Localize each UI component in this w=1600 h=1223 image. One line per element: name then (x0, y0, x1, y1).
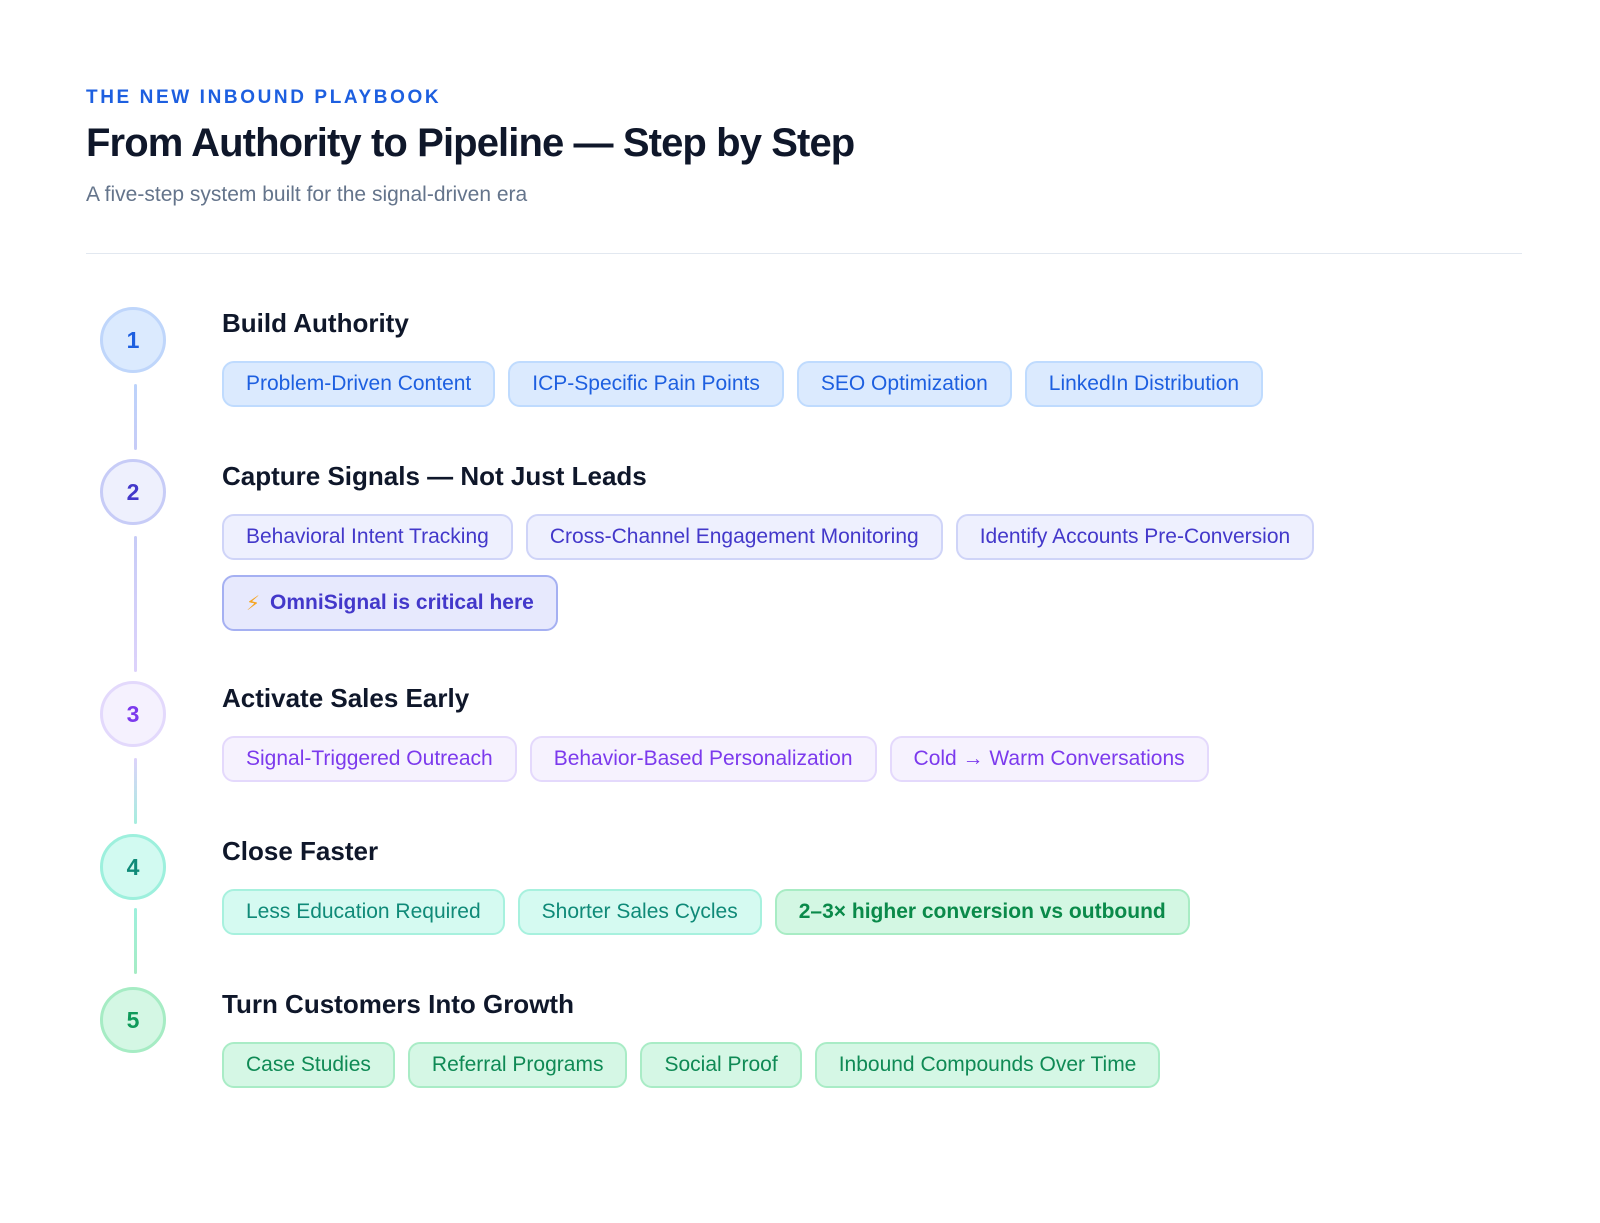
step-title: Build Authority (222, 308, 409, 338)
lightning-bolt-icon: ⚡ (246, 592, 261, 615)
conversion-highlight-pill: 2–3× higher conversion vs outbound (774, 889, 1190, 935)
omnisignal-callout: ⚡ OmniSignal is critical here (222, 575, 558, 631)
step-tags: Less Education Required Shorter Sales Cy… (222, 889, 1190, 935)
tag-pill: Shorter Sales Cycles (517, 889, 762, 935)
callout-row: ⚡ OmniSignal is critical here (222, 575, 558, 631)
tag-pill: Signal-Triggered Outreach (222, 736, 517, 782)
tag-pill: Less Education Required (222, 889, 505, 935)
tag-pill: Referral Programs (407, 1042, 628, 1088)
step-number-badge: 3 (100, 681, 166, 747)
tag-pill: Behavior-Based Personalization (529, 736, 877, 782)
connector-2-3 (134, 536, 137, 672)
tag-pill: Identify Accounts Pre-Conversion (955, 514, 1315, 560)
step-title: Activate Sales Early (222, 683, 470, 713)
tag-pill: Social Proof (640, 1042, 802, 1088)
tag-pill: Cross-Channel Engagement Monitoring (525, 514, 943, 560)
tag-pill: ICP-Specific Pain Points (508, 361, 784, 407)
page-subtitle: A five-step system built for the signal-… (86, 183, 528, 206)
tag-pill: Inbound Compounds Over Time (814, 1042, 1161, 1088)
step-tags: Problem-Driven Content ICP-Specific Pain… (222, 361, 1264, 407)
step-tags: Signal-Triggered Outreach Behavior-Based… (222, 736, 1209, 782)
page-title: From Authority to Pipeline — Step by Ste… (86, 121, 855, 165)
step-tags: Behavioral Intent Tracking Cross-Channel… (222, 514, 1315, 560)
tag-pill: LinkedIn Distribution (1024, 361, 1264, 407)
step-number-badge: 4 (100, 834, 166, 900)
step-number-badge: 5 (100, 987, 166, 1053)
step-tags: Case Studies Referral Programs Social Pr… (222, 1042, 1161, 1088)
step-title: Close Faster (222, 836, 379, 866)
step-title: Turn Customers Into Growth (222, 989, 574, 1019)
tag-pill: SEO Optimization (796, 361, 1012, 407)
eyebrow-label: THE NEW INBOUND PLAYBOOK (86, 87, 442, 108)
step-number-badge: 2 (100, 459, 166, 525)
step-title: Capture Signals — Not Just Leads (222, 461, 647, 491)
header-divider (86, 253, 1522, 254)
tag-pill: Cold → Warm Conversations (889, 736, 1209, 782)
tag-pill: Behavioral Intent Tracking (222, 514, 513, 560)
callout-text: OmniSignal is critical here (270, 591, 534, 614)
step-number-badge: 1 (100, 307, 166, 373)
connector-1-2 (134, 384, 137, 450)
connector-3-4 (134, 758, 137, 824)
tag-pill: Problem-Driven Content (222, 361, 496, 407)
connector-4-5 (134, 908, 137, 974)
tag-pill: Case Studies (222, 1042, 395, 1088)
